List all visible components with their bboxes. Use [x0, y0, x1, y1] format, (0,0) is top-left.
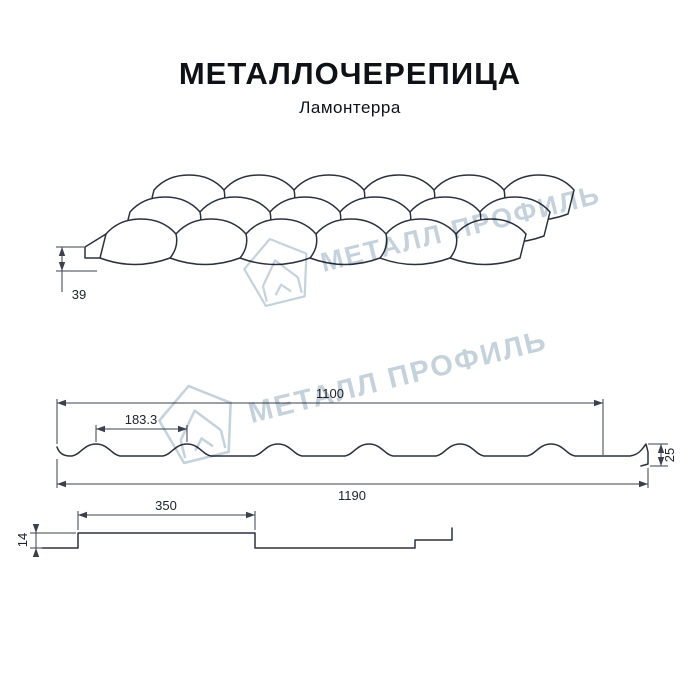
- dim-arrow-icon: [657, 444, 665, 466]
- profile-outline: [56, 443, 649, 467]
- step-profile-section: 350 14: [15, 498, 453, 557]
- dim-lines: [56, 399, 604, 455]
- page-subtitle: Ламонтерра: [299, 98, 401, 117]
- metall-profil-logo-icon: [243, 237, 308, 308]
- dimension-1100: 1100: [56, 386, 604, 455]
- dimension-1190: 1190: [56, 459, 649, 503]
- eave-edge-line: [84, 233, 107, 259]
- dim-label-25: 25: [662, 448, 677, 462]
- step-profile-outline: [41, 527, 453, 549]
- metall-profil-logo-icon: [157, 384, 232, 465]
- dim-label-14: 14: [15, 533, 30, 547]
- dimension-14: 14: [15, 524, 76, 557]
- dim-lines: [95, 425, 188, 442]
- dimension-39: 39: [56, 246, 97, 302]
- perspective-view: 39: [56, 174, 575, 302]
- dim-lines: [77, 511, 256, 530]
- page-title: МЕТАЛЛОЧЕРЕПИЦА: [179, 56, 521, 91]
- dim-lines: [56, 459, 649, 488]
- dim-arrow-icon: [58, 247, 66, 271]
- profile-cross-section: 1100 183.3 25 1190: [56, 386, 677, 503]
- dim-label-1190: 1190: [338, 488, 366, 503]
- dim-label-183-3: 183.3: [125, 412, 158, 427]
- dim-arrow-icon: [32, 524, 40, 557]
- dim-label-1100: 1100: [316, 386, 344, 401]
- dim-label-39: 39: [72, 287, 86, 302]
- dimension-183-3: 183.3: [95, 412, 188, 442]
- dimension-25: 25: [648, 443, 677, 467]
- dim-label-350: 350: [155, 498, 177, 513]
- dimension-350: 350: [77, 498, 256, 530]
- watermark-brand-text: МЕТАЛЛ ПРОФИЛЬ: [245, 325, 550, 430]
- watermark-lower: МЕТАЛЛ ПРОФИЛЬ: [157, 325, 551, 465]
